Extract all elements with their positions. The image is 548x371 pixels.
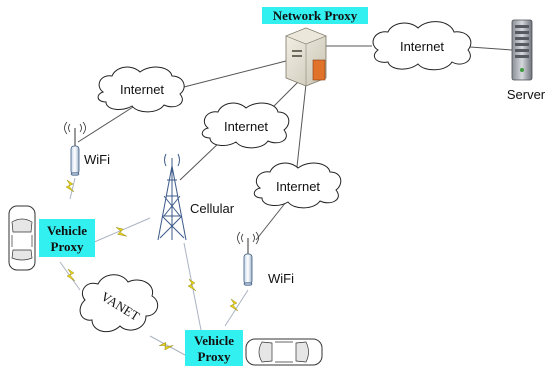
link-internet-right-server xyxy=(469,46,513,51)
vehicle-proxy-bottom-label-line2: Proxy xyxy=(198,349,231,364)
wireless-link-vanet-bottom xyxy=(149,335,186,356)
wifi-left-label: WiFi xyxy=(84,152,110,167)
wireless-bolt-icon xyxy=(116,227,127,237)
proxy-highlight xyxy=(39,219,95,257)
cloud-vanet: VANET xyxy=(79,274,159,333)
link-internet-left-wifi xyxy=(77,106,134,143)
network-proxy-label: Network Proxy xyxy=(273,8,358,23)
cloud-label: Internet xyxy=(224,119,268,134)
cloud-label: Internet xyxy=(120,82,164,97)
cellular-label: Cellular xyxy=(190,201,235,216)
cloud-label: Internet xyxy=(276,179,320,194)
wireless-bolt-icon xyxy=(65,179,75,193)
wireless-link-wifi-left xyxy=(69,177,76,200)
proxy-highlight xyxy=(262,7,368,24)
car-icon xyxy=(245,338,323,366)
link-proxy-internet-lower xyxy=(295,83,307,177)
cloud-internet-lower: Internet xyxy=(253,162,342,209)
vehicle-proxy-left: Vehicle Proxy xyxy=(8,205,95,271)
wifi-right-label: WiFi xyxy=(268,271,294,286)
cellular: Cellular xyxy=(157,153,235,241)
vehicle-proxy-left-label-line2: Proxy xyxy=(51,239,84,254)
wireless-bolt-icon xyxy=(187,278,197,292)
wifi-router-icon xyxy=(237,231,259,286)
cloud-label: Internet xyxy=(400,39,444,54)
proxy-highlight xyxy=(185,330,243,366)
vehicle-proxy-left-label-line1: Vehicle xyxy=(47,223,87,238)
server-tower-icon xyxy=(511,19,533,81)
wireless-link-wifi-right-vehicle xyxy=(224,289,249,327)
vehicle-proxy-bottom: Vehicle Proxy xyxy=(185,330,323,366)
cloud-internet-top-right: Internet xyxy=(372,21,472,71)
server: Server xyxy=(507,19,546,102)
link-internet-middle-cellular xyxy=(179,139,223,181)
wireless-links xyxy=(59,177,249,356)
server-label: Server xyxy=(507,87,546,102)
link-internet-lower-wifi xyxy=(255,201,287,241)
vehicle-proxy-bottom-label-line1: Vehicle xyxy=(194,333,234,348)
wireless-bolt-icon xyxy=(159,342,174,351)
car-icon xyxy=(8,205,36,271)
network-proxy: Network Proxy xyxy=(262,7,368,87)
cloud-internet-middle: Internet xyxy=(201,102,290,149)
wifi-left: WiFi xyxy=(64,121,110,176)
wifi-router-icon xyxy=(64,121,86,176)
wireless-bolt-icon xyxy=(229,298,239,312)
wired-links xyxy=(77,45,513,241)
link-proxy-internet-left xyxy=(179,59,291,89)
wireless-bolt-icon xyxy=(66,268,76,282)
cell-tower-icon xyxy=(157,153,187,241)
network-proxy-server-icon xyxy=(285,27,327,87)
cloud-internet-left: Internet xyxy=(97,66,185,113)
wifi-right: WiFi xyxy=(237,231,294,286)
